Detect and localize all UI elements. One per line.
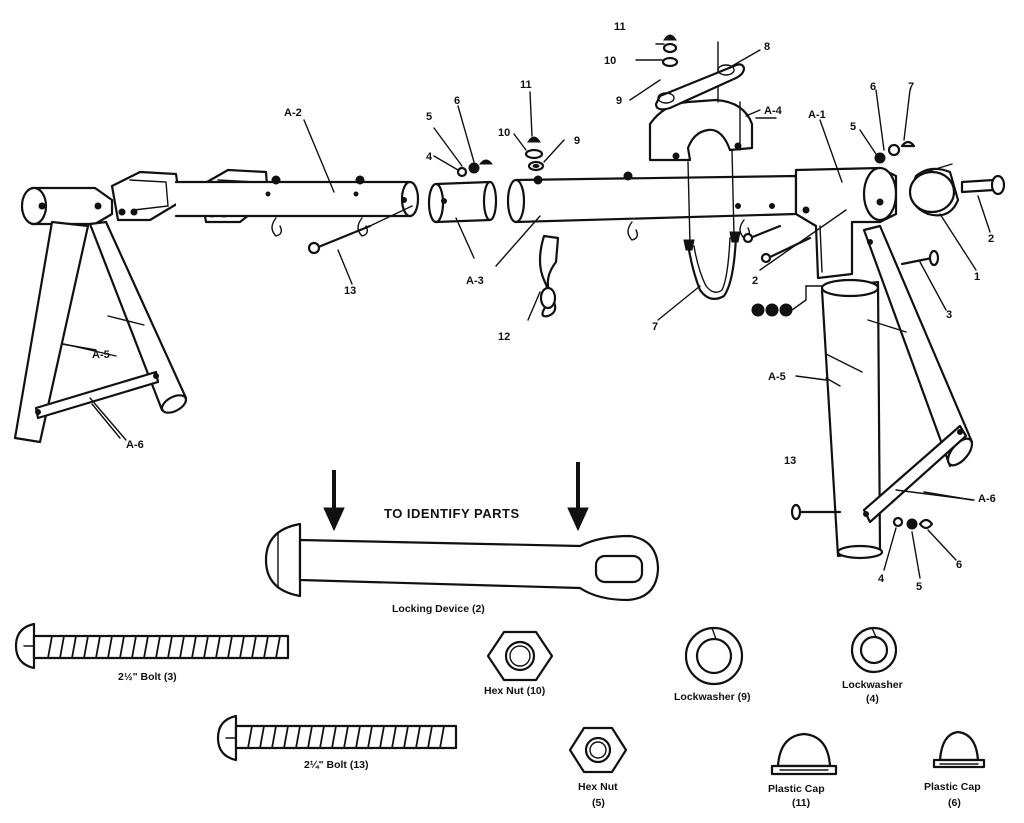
- tee-fitting-a1: [794, 166, 898, 280]
- identify-parts-section: TO IDENTIFY PARTS Locking Device (2): [14, 462, 986, 809]
- callout-5-low: 5: [916, 581, 922, 593]
- callout-13-left: 13: [344, 285, 356, 297]
- plastic-cap-6: [932, 730, 986, 769]
- callout-8: 8: [764, 41, 770, 53]
- bolt-13-left: [307, 205, 413, 255]
- callout-6-right: 6: [870, 81, 876, 93]
- bolt-2-25-inch: [216, 714, 458, 762]
- caption-plastic-cap-6a: Plastic Cap: [924, 781, 981, 793]
- callout-13-right: 13: [784, 455, 796, 467]
- callout-10-top: 10: [604, 55, 616, 67]
- nut-cluster: [751, 285, 827, 317]
- strap-8-hardware: [654, 34, 746, 111]
- leader-lines: [63, 43, 991, 579]
- callout-1: 1: [974, 271, 980, 283]
- caption-plastic-cap-11a: Plastic Cap: [768, 783, 825, 795]
- callout-5-right: 5: [850, 121, 856, 133]
- caption-plastic-cap-6b: (6): [948, 797, 961, 809]
- caption-hex-nut-10: Hex Nut (10): [484, 685, 545, 697]
- left-a-frame: [13, 186, 188, 444]
- arrow-left: [323, 470, 345, 532]
- label-a4: A-4: [764, 105, 783, 117]
- callout-7-right: 7: [908, 81, 914, 93]
- callout-5-mid: 5: [426, 111, 432, 123]
- hardware-4-5-6-upper: [456, 159, 494, 178]
- top-bar-a2: [174, 175, 420, 237]
- callout-10-mid: 10: [498, 127, 510, 139]
- callout-3: 3: [946, 309, 952, 321]
- lockwasher-4: [850, 626, 898, 674]
- main-bar: [506, 171, 798, 241]
- label-a5-right: A-5: [768, 371, 786, 383]
- identify-title: TO IDENTIFY PARTS: [384, 506, 520, 521]
- callout-6-low: 6: [956, 559, 962, 571]
- caption-bolt-13: 2¼" Bolt (13): [304, 759, 369, 771]
- label-a6-right: A-6: [978, 493, 996, 505]
- callout-9-mid: 9: [574, 135, 580, 147]
- right-a-frame: [790, 224, 975, 560]
- caption-hex-nut-5a: Hex Nut: [578, 781, 618, 793]
- hardware-5-6-7-right: [874, 140, 916, 164]
- label-a5-left: A-5: [92, 349, 110, 361]
- label-a1: A-1: [808, 109, 826, 121]
- caption-lockwasher-9: Lockwasher (9): [674, 691, 750, 703]
- callout-labels: A-2 A-3 A-4 A-1 A-5 A-6 A-5 A-6 11 10 9 …: [92, 21, 996, 593]
- caption-locking-device: Locking Device (2): [392, 603, 485, 615]
- arrow-right: [567, 462, 589, 532]
- callout-11-top: 11: [614, 21, 626, 33]
- caption-bolt-3: 2½" Bolt (3): [118, 671, 177, 683]
- caption-plastic-cap-11b: (11): [792, 797, 810, 809]
- callout-12: 12: [498, 331, 510, 343]
- swing-hook-12: [538, 234, 560, 318]
- callout-4-mid: 4: [426, 151, 433, 163]
- callout-2-right: 2: [988, 233, 994, 245]
- lockwasher-9: [684, 626, 744, 686]
- hex-nut-10: [486, 630, 554, 682]
- caption-hex-nut-5b: (5): [592, 797, 605, 809]
- label-a2: A-2: [284, 107, 302, 119]
- callout-6-mid: 6: [454, 95, 460, 107]
- label-a6-left: A-6: [126, 439, 144, 451]
- end-cap-and-lock: [908, 167, 1006, 217]
- label-a3: A-3: [466, 275, 484, 287]
- u-bolt-7: [683, 149, 741, 301]
- callout-9-top: 9: [616, 95, 622, 107]
- plastic-cap-11: [770, 732, 838, 776]
- sleeve-a3: [427, 180, 498, 224]
- caption-lockwasher-4a: Lockwasher: [842, 679, 903, 691]
- callout-4-low: 4: [878, 573, 885, 585]
- caption-lockwasher-4b: (4): [866, 693, 879, 705]
- hex-nut-5: [568, 726, 628, 774]
- hardware-9-10-11: [524, 136, 545, 172]
- locking-device-large: [264, 522, 660, 602]
- callout-2-mid: 2: [752, 275, 758, 287]
- bolt-2-5-inch: [14, 622, 290, 670]
- bolts-2-3-right: [742, 224, 940, 267]
- callout-11-mid: 11: [520, 79, 532, 91]
- callout-7-mid: 7: [652, 321, 658, 333]
